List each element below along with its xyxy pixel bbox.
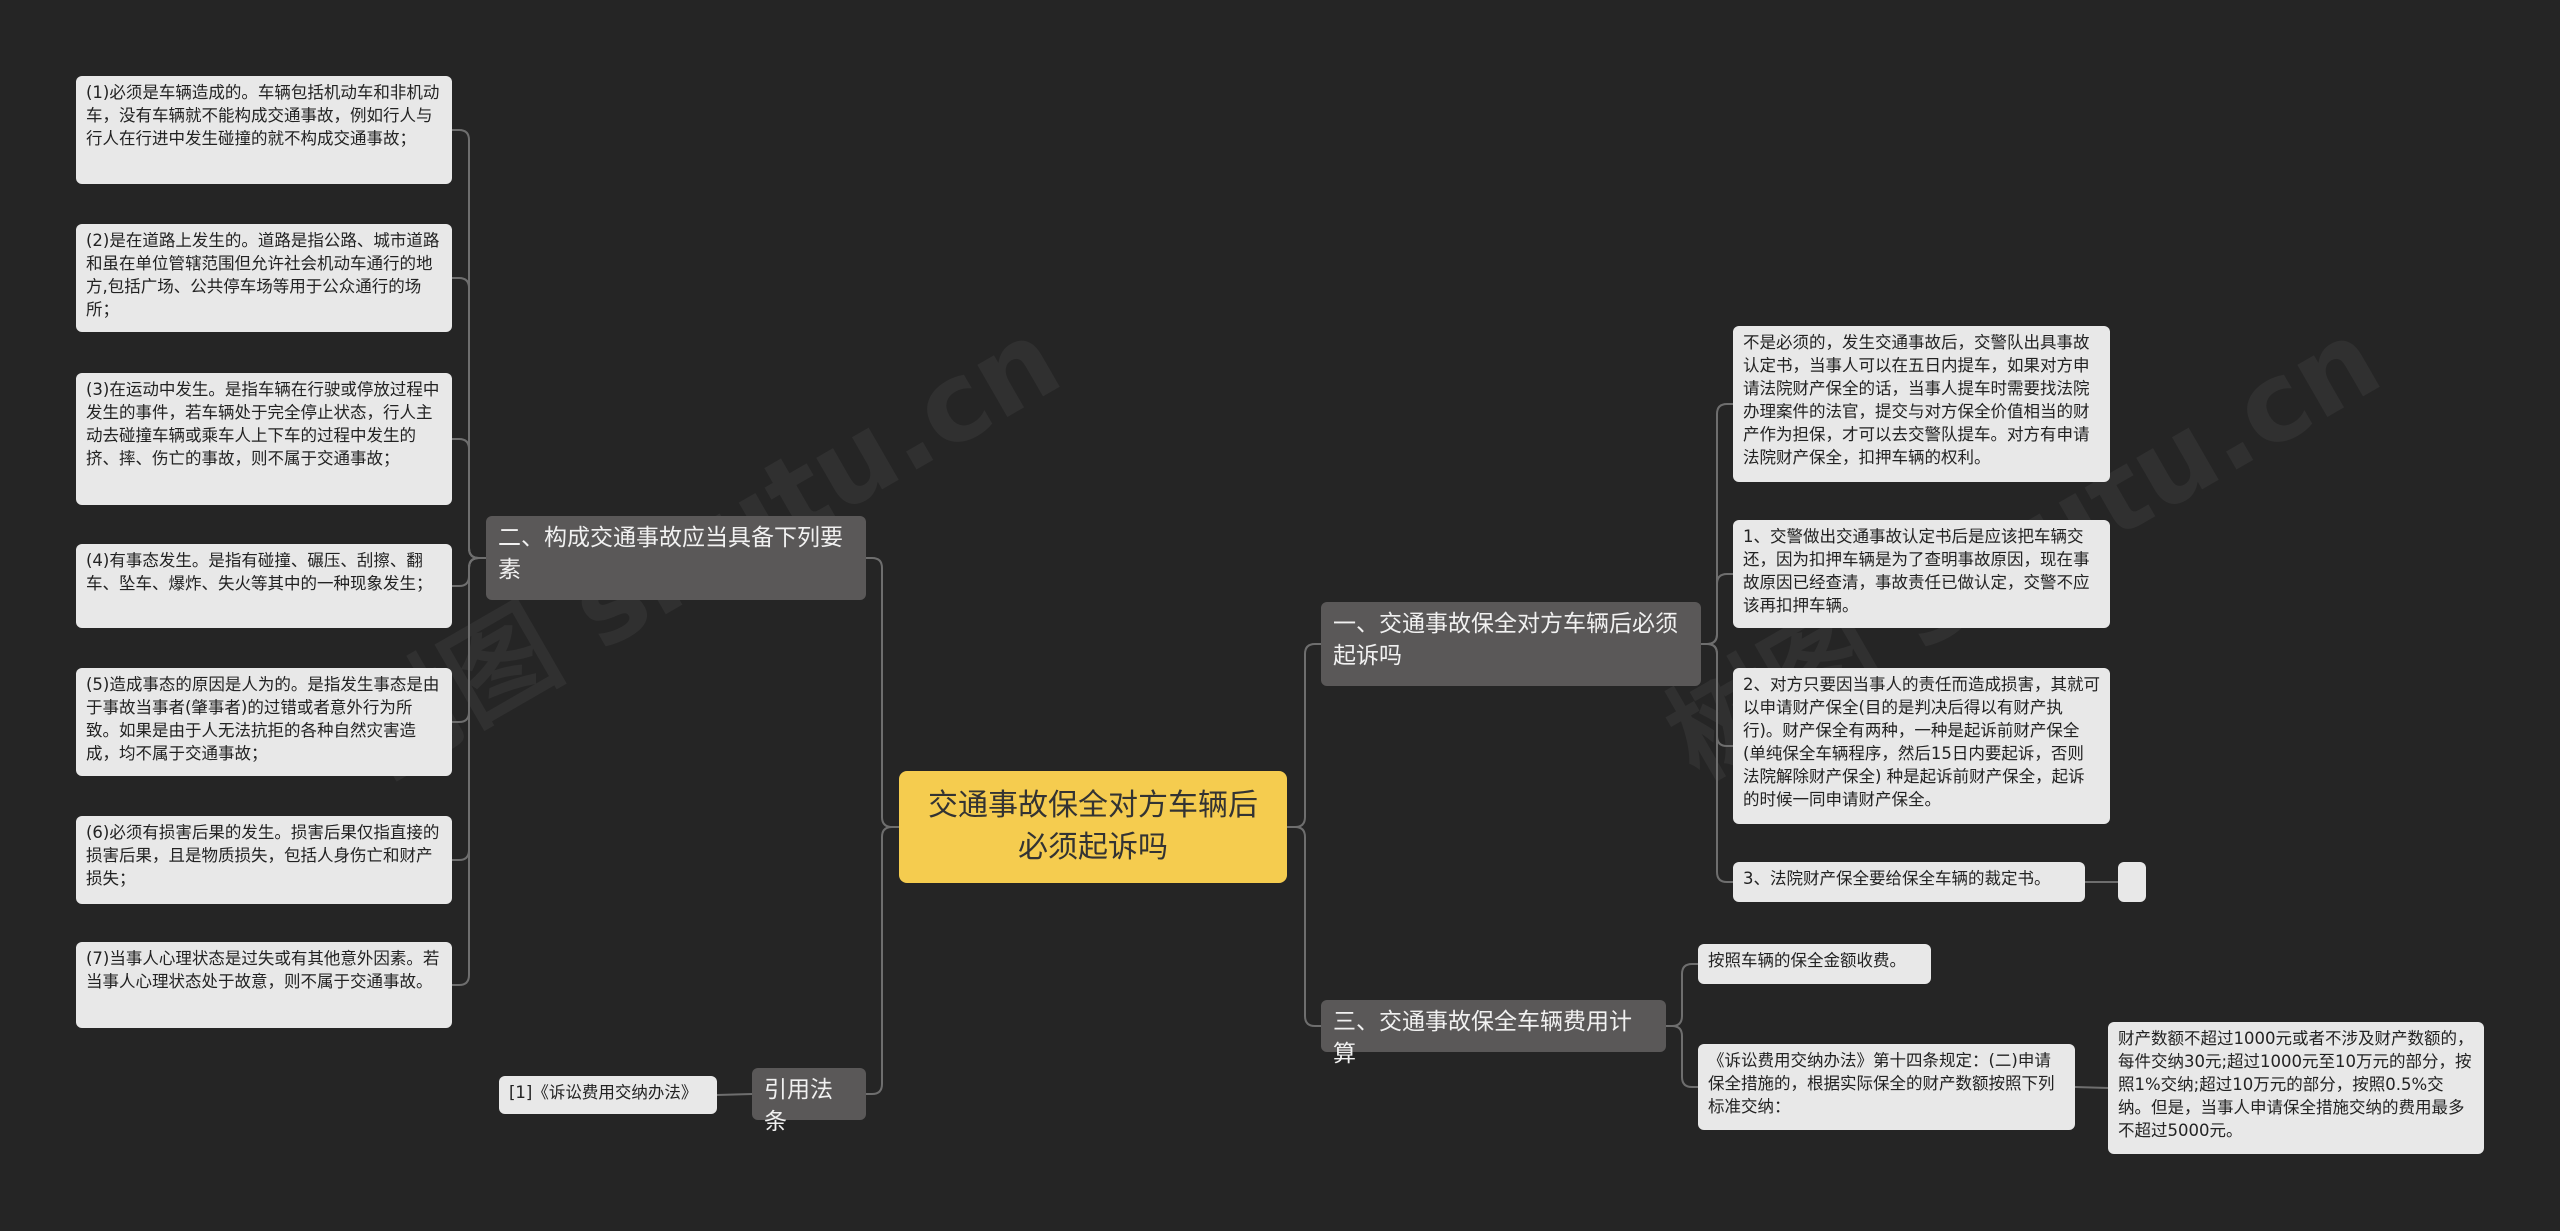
leaf-lawsuit-3[interactable]: 2、对方只要因当事人的责任而造成损害，其就可以申请财产保全(目的是判决后得以有财…	[1733, 668, 2110, 824]
leaf-element-7[interactable]: (7)当事人心理状态是过失或有其他意外因素。若当事人心理状态处于故意，则不属于交…	[76, 942, 452, 1028]
leaf-element-3[interactable]: (3)在运动中发生。是指车辆在行驶或停放过程中发生的事件，若车辆处于完全停止状态…	[76, 373, 452, 505]
connector-line	[1666, 1025, 1698, 1088]
root-topic[interactable]: 交通事故保全对方车辆后必须起诉吗	[899, 771, 1287, 883]
leaf-text: (7)当事人心理状态是过失或有其他意外因素。若当事人心理状态处于故意，则不属于交…	[86, 949, 440, 991]
leaf-element-4[interactable]: (4)有事态发生。是指有碰撞、碾压、刮擦、翻车、坠车、爆炸、失火等其中的一种现象…	[76, 544, 452, 628]
leaf-text: (1)必须是车辆造成的。车辆包括机动车和非机动车，没有车辆就不能构成交通事故，例…	[86, 83, 440, 148]
leaf-text: 2、对方只要因当事人的责任而造成损害，其就可以申请财产保全(目的是判决后得以有财…	[1743, 675, 2100, 809]
leaf-text: 财产数额不超过1000元或者不涉及财产数额的，每件交纳30元;超过1000元至1…	[2118, 1029, 2474, 1140]
leaf-lawsuit-1[interactable]: 不是必须的，发生交通事故后，交警队出具事故认定书，当事人可以在五日内提车，如果对…	[1733, 326, 2110, 482]
branch-elements-label: 二、构成交通事故应当具备下列要素	[498, 525, 843, 583]
connector-line	[866, 826, 899, 1095]
branch-citation-label: 引用法条	[764, 1077, 833, 1135]
leaf-text: (2)是在道路上发生的。道路是指公路、城市道路和虽在单位管辖范围但允许社会机动车…	[86, 231, 440, 319]
leaf-citation-1[interactable]: [1]《诉讼费用交纳办法》	[499, 1076, 717, 1114]
connector-line	[866, 557, 899, 828]
leaf-lawsuit-2[interactable]: 1、交警做出交通事故认定书后是应该把车辆交还，因为扣押车辆是为了查明事故原因，现…	[1733, 520, 2110, 628]
branch-citation[interactable]: 引用法条	[752, 1068, 866, 1135]
leaf-text: 《诉讼费用交纳办法》第十四条规定：(二)申请保全措施的，根据实际保全的财产数额按…	[1708, 1051, 2055, 1116]
connector-line	[1701, 573, 1733, 645]
leaf-text: (4)有事态发生。是指有碰撞、碾压、刮擦、翻车、坠车、爆炸、失火等其中的一种现象…	[86, 551, 433, 593]
leaf-text: 3、法院财产保全要给保全车辆的裁定书。	[1743, 869, 2051, 888]
connector-line	[716, 1093, 753, 1096]
leaf-element-2[interactable]: (2)是在道路上发生的。道路是指公路、城市道路和虽在单位管辖范围但允许社会机动车…	[76, 224, 452, 332]
connector-line	[452, 557, 486, 986]
leaf-text: (6)必须有损害后果的发生。损害后果仅指直接的损害后果，且是物质损失，包括人身伤…	[86, 823, 440, 888]
leaf-text: (5)造成事态的原因是人为的。是指发生事态是由于事故当事者(肇事者)的过错或者意…	[86, 675, 440, 763]
connector-line	[1701, 643, 1733, 883]
branch-elements[interactable]: 二、构成交通事故应当具备下列要素	[486, 516, 866, 600]
leaf-text: 1、交警做出交通事故认定书后是应该把车辆交还，因为扣押车辆是为了查明事故原因，现…	[1743, 527, 2090, 615]
leaf-text: (3)在运动中发生。是指车辆在行驶或停放过程中发生的事件，若车辆处于完全停止状态…	[86, 380, 440, 468]
leaf-lawsuit-4[interactable]: 3、法院财产保全要给保全车辆的裁定书。	[1733, 862, 2085, 902]
connector-line	[2074, 1086, 2109, 1089]
connector-line	[1287, 643, 1321, 828]
leaf-text: 不是必须的，发生交通事故后，交警队出具事故认定书，当事人可以在五日内提车，如果对…	[1743, 333, 2090, 467]
leaf-fees-1[interactable]: 按照车辆的保全金额收费。	[1698, 944, 1931, 984]
leaf-element-5[interactable]: (5)造成事态的原因是人为的。是指发生事态是由于事故当事者(肇事者)的过错或者意…	[76, 668, 452, 776]
leaf-lawsuit-empty[interactable]	[2118, 862, 2146, 902]
connector-line	[1287, 826, 1321, 1027]
branch-lawsuit[interactable]: 一、交通事故保全对方车辆后必须起诉吗	[1321, 602, 1701, 686]
branch-fees-label: 三、交通事故保全车辆费用计算	[1333, 1009, 1632, 1067]
connector-line	[1666, 963, 1698, 1027]
leaf-text: [1]《诉讼费用交纳办法》	[509, 1083, 698, 1102]
leaf-text: 按照车辆的保全金额收费。	[1708, 951, 1906, 970]
leaf-element-6[interactable]: (6)必须有损害后果的发生。损害后果仅指直接的损害后果，且是物质损失，包括人身伤…	[76, 816, 452, 904]
leaf-element-1[interactable]: (1)必须是车辆造成的。车辆包括机动车和非机动车，没有车辆就不能构成交通事故，例…	[76, 76, 452, 184]
root-topic-label: 交通事故保全对方车辆后必须起诉吗	[928, 788, 1258, 865]
leaf-fees-2[interactable]: 《诉讼费用交纳办法》第十四条规定：(二)申请保全措施的，根据实际保全的财产数额按…	[1698, 1044, 2075, 1130]
branch-lawsuit-label: 一、交通事故保全对方车辆后必须起诉吗	[1333, 611, 1678, 669]
connector-line	[452, 438, 486, 559]
branch-fees[interactable]: 三、交通事故保全车辆费用计算	[1321, 1000, 1666, 1067]
leaf-fees-2-detail[interactable]: 财产数额不超过1000元或者不涉及财产数额的，每件交纳30元;超过1000元至1…	[2108, 1022, 2484, 1154]
